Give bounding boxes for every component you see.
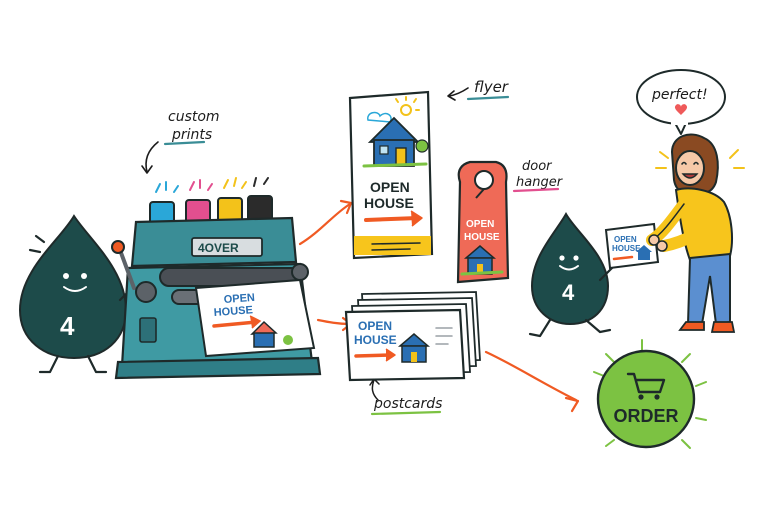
- door-hanger-label-line1: door: [522, 159, 553, 174]
- press-sheet-title-line2: HOUSE: [213, 304, 253, 319]
- flyer-title-line1: OPEN: [370, 179, 410, 195]
- custom-prints-label-line2: prints: [171, 127, 212, 143]
- postcards: OPEN HOUSE: [344, 291, 481, 382]
- order-button-circle: [596, 349, 696, 449]
- ink-cups: [149, 177, 273, 225]
- handover-postcard-line1: OPEN: [614, 235, 637, 244]
- press-lever-knob: [111, 240, 125, 254]
- order-button-sparkles: [593, 339, 707, 449]
- postcards-label: postcards: [369, 378, 442, 416]
- heart-icon: [674, 104, 688, 115]
- press-brand-plate: [191, 237, 263, 257]
- postcard-title-line1: OPEN: [358, 319, 392, 333]
- door-hanger-label-line2: hanger: [516, 175, 564, 190]
- handover-postcard: OPEN HOUSE: [604, 222, 660, 270]
- door-hanger-title-line2: HOUSE: [464, 232, 500, 243]
- press-side-wheel: [135, 281, 157, 303]
- flyer-label: flyer: [447, 78, 510, 101]
- custom-prints-pointer-arrow: [145, 141, 159, 173]
- press-output-sheet: OPEN HOUSE: [194, 278, 316, 358]
- mascot-left: 4: [18, 214, 140, 374]
- mascot-left-body: [18, 214, 128, 360]
- custom-prints-underline: [163, 140, 206, 146]
- press-sheet-title-line1: OPEN: [223, 292, 255, 306]
- postcard-title-line2: HOUSE: [354, 333, 397, 347]
- flyer-label-text: flyer: [474, 78, 509, 96]
- door-hanger-hole: [474, 170, 494, 190]
- arrow-to-order: [484, 350, 578, 402]
- sun-icon: [400, 104, 412, 116]
- printing-press: 4OVER OPEN HOUSE: [111, 177, 322, 380]
- shopping-cart-icon: [626, 372, 666, 400]
- flyer-title-line2: HOUSE: [364, 195, 414, 211]
- mascot-left-number: 4: [60, 311, 75, 341]
- postcards-label-text: postcards: [373, 396, 442, 412]
- flyer-footer-bar: [354, 236, 431, 255]
- handover-postcard-line2: HOUSE: [612, 244, 641, 253]
- speech-bubble-text: perfect!: [651, 87, 708, 103]
- order-button[interactable]: ORDER: [593, 339, 707, 449]
- order-button-label: ORDER: [613, 406, 678, 426]
- house-icon: [636, 245, 652, 252]
- mascot-right: 4: [528, 211, 614, 338]
- mascot-right-number: 4: [562, 280, 575, 305]
- press-brand-text: 4OVER: [198, 241, 239, 255]
- door-hanger-title-line1: OPEN: [466, 219, 494, 230]
- flyer-pointer-arrow: [448, 87, 469, 97]
- press-lever: [118, 248, 136, 290]
- happy-customer: [646, 133, 745, 333]
- customer-jeans: [686, 252, 731, 326]
- customer-face: [675, 150, 705, 186]
- press-panel: [139, 317, 157, 343]
- speech-bubble: perfect!: [636, 69, 726, 135]
- arrow-to-flyer: [298, 202, 352, 246]
- flyer: OPEN HOUSE: [348, 90, 434, 260]
- mascot-left-eye: [63, 273, 69, 279]
- mascot-left-smile: [63, 286, 87, 292]
- door-hanger-label: door hanger: [512, 159, 564, 193]
- custom-prints-label: custom prints: [141, 109, 220, 174]
- press-base: [114, 356, 322, 380]
- door-hanger: OPEN HOUSE: [456, 160, 510, 284]
- cloud-icon: [367, 111, 392, 123]
- custom-prints-label-line1: custom: [168, 109, 220, 125]
